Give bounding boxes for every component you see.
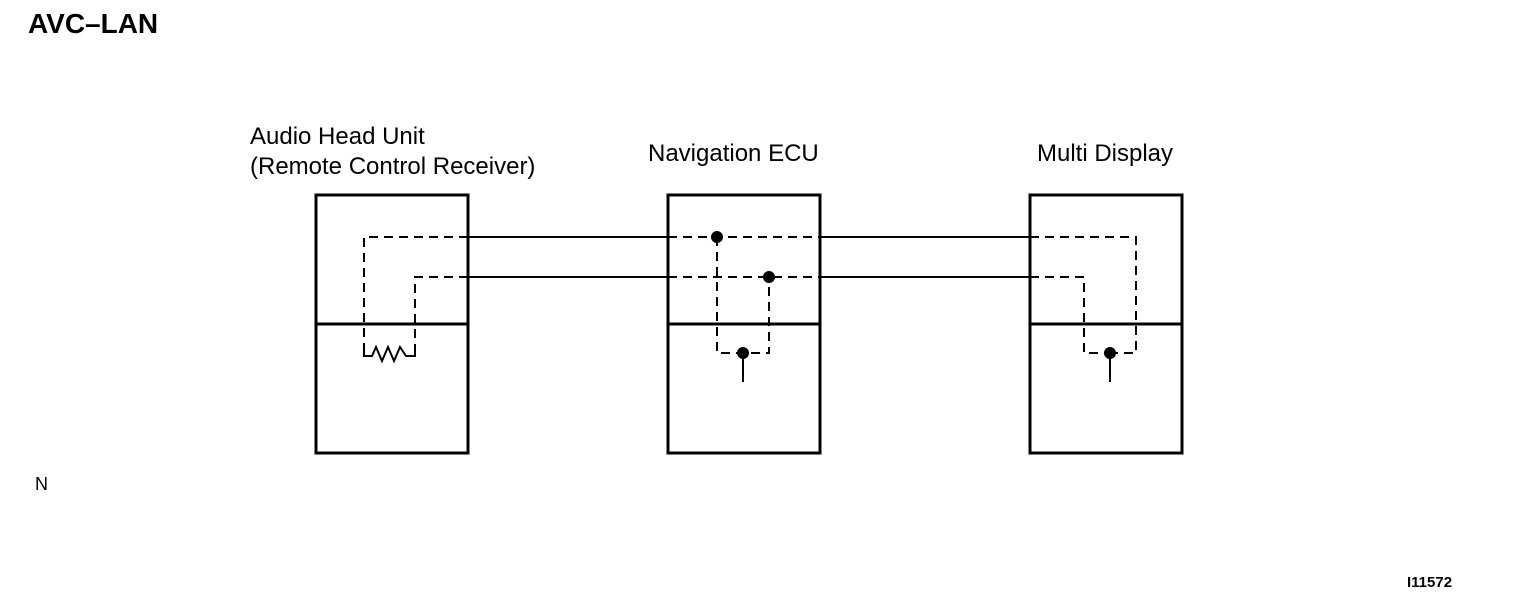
multi-internal-upper — [1030, 236, 1137, 354]
navigation-ecu-label: Navigation ECU — [648, 140, 819, 167]
audio-head-unit-label-line2: (Remote Control Receiver) — [250, 153, 536, 180]
junction-dot — [711, 231, 723, 243]
audio-head-unit-box — [314, 193, 470, 455]
nav-internal-loop — [716, 237, 770, 354]
diagram-title: AVC–LAN — [28, 8, 159, 39]
multi-display-label: Multi Display — [1037, 140, 1174, 167]
audio-internal-lower — [414, 276, 468, 345]
junction-dot — [763, 271, 775, 283]
audio-head-unit-label-line1: Audio Head Unit — [250, 123, 425, 150]
multi-display-box — [1028, 193, 1184, 455]
bus-wires — [468, 236, 1030, 278]
navigation-ecu-box — [666, 193, 822, 455]
figure-code: I11572 — [1407, 574, 1453, 591]
side-mark: N — [35, 474, 48, 494]
audio-internal-upper — [363, 236, 468, 345]
audio-head-unit-label: Audio Head Unit (Remote Control Receiver… — [250, 122, 535, 182]
terminating-resistor — [363, 344, 416, 364]
internal-wiring — [363, 236, 1137, 354]
multi-internal-lower — [1030, 276, 1110, 354]
